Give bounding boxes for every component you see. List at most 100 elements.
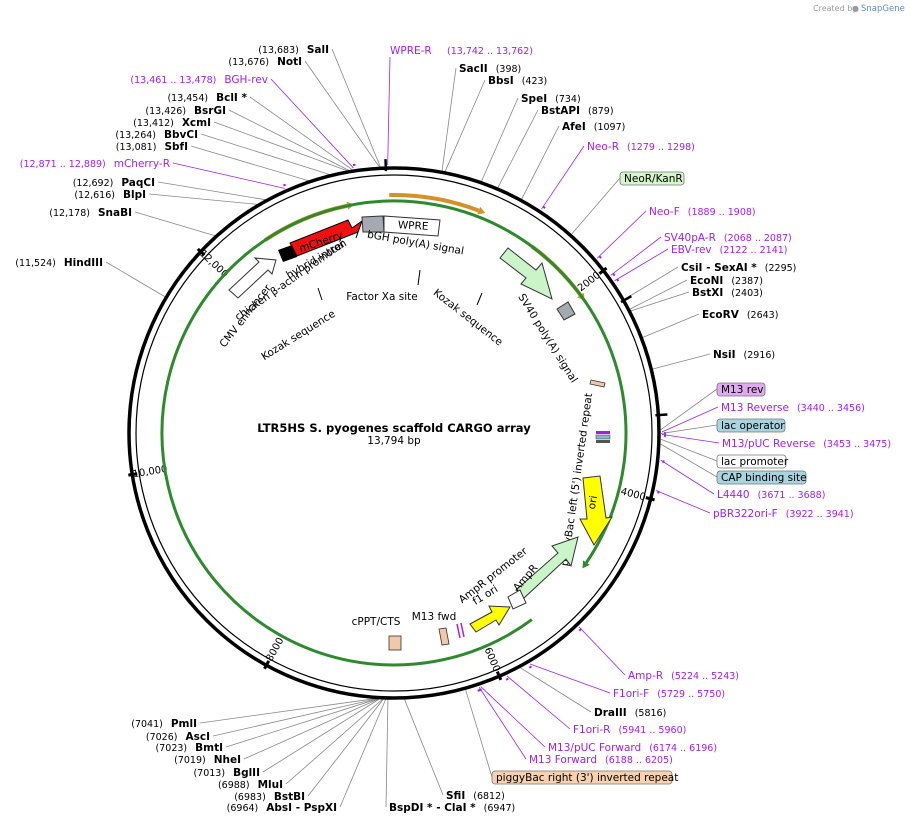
neor-arrow [499, 247, 553, 300]
label-nsii-pos: (2916) [744, 350, 776, 361]
factor-xa-label: Factor Xa site [346, 291, 417, 303]
label-absi-pspxi-pos: (6964) [227, 803, 259, 814]
label-bstapi-name: BstAPI [541, 105, 580, 117]
label-neo-f-name: Neo-F [649, 206, 680, 218]
leader-sfii [403, 698, 444, 796]
label-bsrgi-name: BsrGI [194, 105, 226, 117]
leader-bstapi [497, 109, 539, 189]
label-noti-name: NotI [277, 56, 302, 68]
label-m13-puc-forward-name: M13/pUC Forward [548, 742, 641, 754]
label-xcmi-name: XcmI [182, 117, 211, 129]
wpre-box [383, 215, 441, 237]
leader-mlui [285, 698, 384, 785]
label-pbr322ori-f-pos: (3922 .. 3941) [786, 509, 854, 520]
label-spei-pos: (734) [555, 94, 581, 105]
cmv-enhancer-label: CMV enhancer [217, 282, 274, 350]
wpre-label: WPRE [398, 219, 429, 233]
credit-brand: SnapGene [861, 4, 905, 14]
leader-m13-reverse [661, 406, 719, 433]
primer-mark-f1ori-r [505, 677, 509, 681]
ori-label: ori [586, 495, 600, 511]
feature-arcs [160, 193, 628, 667]
site-tick [620, 295, 632, 304]
label-mlui-name: MluI [258, 779, 283, 791]
label-mcherry-r-pos: (12,871 .. 12,889) [20, 159, 106, 170]
tick-4000 [645, 496, 655, 502]
tick-10000 [128, 472, 138, 477]
cppt-cts-box [388, 635, 402, 651]
leader-snabi [134, 211, 216, 237]
label-bbsi-name: BbsI [488, 75, 514, 87]
label-nhei-pos: (7019) [174, 755, 206, 766]
leader-bbsi [444, 79, 486, 173]
leader-f1ori-f [529, 663, 611, 694]
label-amp-r-name: Amp-R [628, 670, 663, 682]
ampr-promoter-box [507, 589, 527, 610]
label-neo-f-pos: (1889 .. 1908) [688, 207, 756, 218]
label-sv40pa-r-pos: (2068 .. 2087) [724, 233, 792, 244]
label-noti-pos: (13,676) [228, 57, 269, 68]
arc-ampr-region [160, 199, 628, 667]
label-bglii-pos: (7013) [193, 768, 225, 779]
backbone-inner-ring [135, 174, 653, 692]
lac-operator-marker [595, 434, 611, 440]
label-ebv-rev-name: EBV-rev [671, 244, 712, 256]
primer-mark-neo-r [542, 205, 546, 209]
label-econi-name: EcoNI [690, 275, 723, 287]
label-box-neor-kanr [619, 171, 685, 186]
m13-rev-marker [596, 431, 610, 434]
label-pmli-pos: (7041) [131, 719, 163, 730]
leader-lines [105, 48, 720, 808]
leader-csii-sexai [623, 266, 679, 300]
label-paqci-pos: (12,692) [73, 178, 114, 189]
leader-lac-promoter [660, 438, 718, 462]
label-econi-pos: (2387) [731, 276, 763, 287]
primer-mark-f1ori-f [528, 665, 532, 669]
leader-mcherry-r [172, 162, 285, 189]
kozak-block [278, 245, 297, 262]
leader-wpre-r [387, 56, 391, 166]
leader-bcli [249, 96, 354, 171]
label-absi-pspxi-name: AbsI - PspXI [266, 802, 337, 814]
tick-12000 [196, 247, 206, 257]
label-sali-pos: (13,683) [258, 45, 299, 56]
label-bcli-name: BclI * [216, 92, 247, 104]
label-sbfi-name: SbfI [164, 141, 188, 153]
label-bgh-rev-name: BGH-rev [224, 74, 268, 86]
label-m13-rev: M13 rev [721, 384, 764, 396]
label-ecorv-pos: (2643) [747, 310, 779, 321]
label-bstxi-name: BstXI [692, 287, 723, 299]
label-sfii-name: SfiI [446, 790, 465, 802]
label-snabi-name: SnaBI [98, 207, 132, 219]
primer-mark-m13-forward [477, 689, 481, 692]
leader-amp-r [578, 626, 626, 676]
leader-bstxi [630, 291, 690, 312]
leader-piggybac-right-3-inverted-repeat [465, 690, 493, 778]
tick-label-2000: 2000 [576, 270, 603, 294]
label-bmti-pos: (7023) [156, 743, 188, 754]
label-nhei-name: NheI [214, 754, 241, 766]
label-csii-sexai-pos: (2295) [765, 263, 797, 274]
backbone-outer-ring [127, 166, 661, 700]
primer-mark-mcherry-r [282, 183, 287, 187]
leader-sv40pa-r [610, 236, 662, 276]
label-f1ori-r-pos: (5941 .. 5960) [618, 725, 686, 736]
annotation-labels: SacII(398)BbsI(423)SpeI(734)BstAPI(879)A… [15, 44, 891, 814]
arc-ampr-region-head [582, 560, 590, 569]
m13-fwd-marker-1 [456, 623, 461, 639]
leader-sali [331, 48, 381, 168]
label-box-cap-binding-site [716, 470, 807, 485]
label-afei-pos: (1097) [594, 122, 626, 133]
label-mcherry-r-name: mCherry-R [114, 158, 170, 170]
plasmid-size: 13,794 bp [367, 435, 421, 447]
label-m13-puc-reverse-name: M13/pUC Reverse [722, 438, 815, 450]
label-bbvci-name: BbvCI [164, 129, 198, 141]
leader-draiii [519, 667, 592, 713]
label-bstapi-pos: (879) [588, 106, 614, 117]
label-bgh-rev-pos: (13,461 .. 13,478) [130, 75, 216, 86]
tick-2000 [598, 266, 608, 275]
label-ecorv-name: EcoRV [702, 309, 740, 321]
primer-mark-sv40pa-r [612, 273, 616, 277]
primer-wpre-r-name: WPRE-R [390, 45, 432, 57]
label-bstxi-pos: (2403) [731, 288, 763, 299]
